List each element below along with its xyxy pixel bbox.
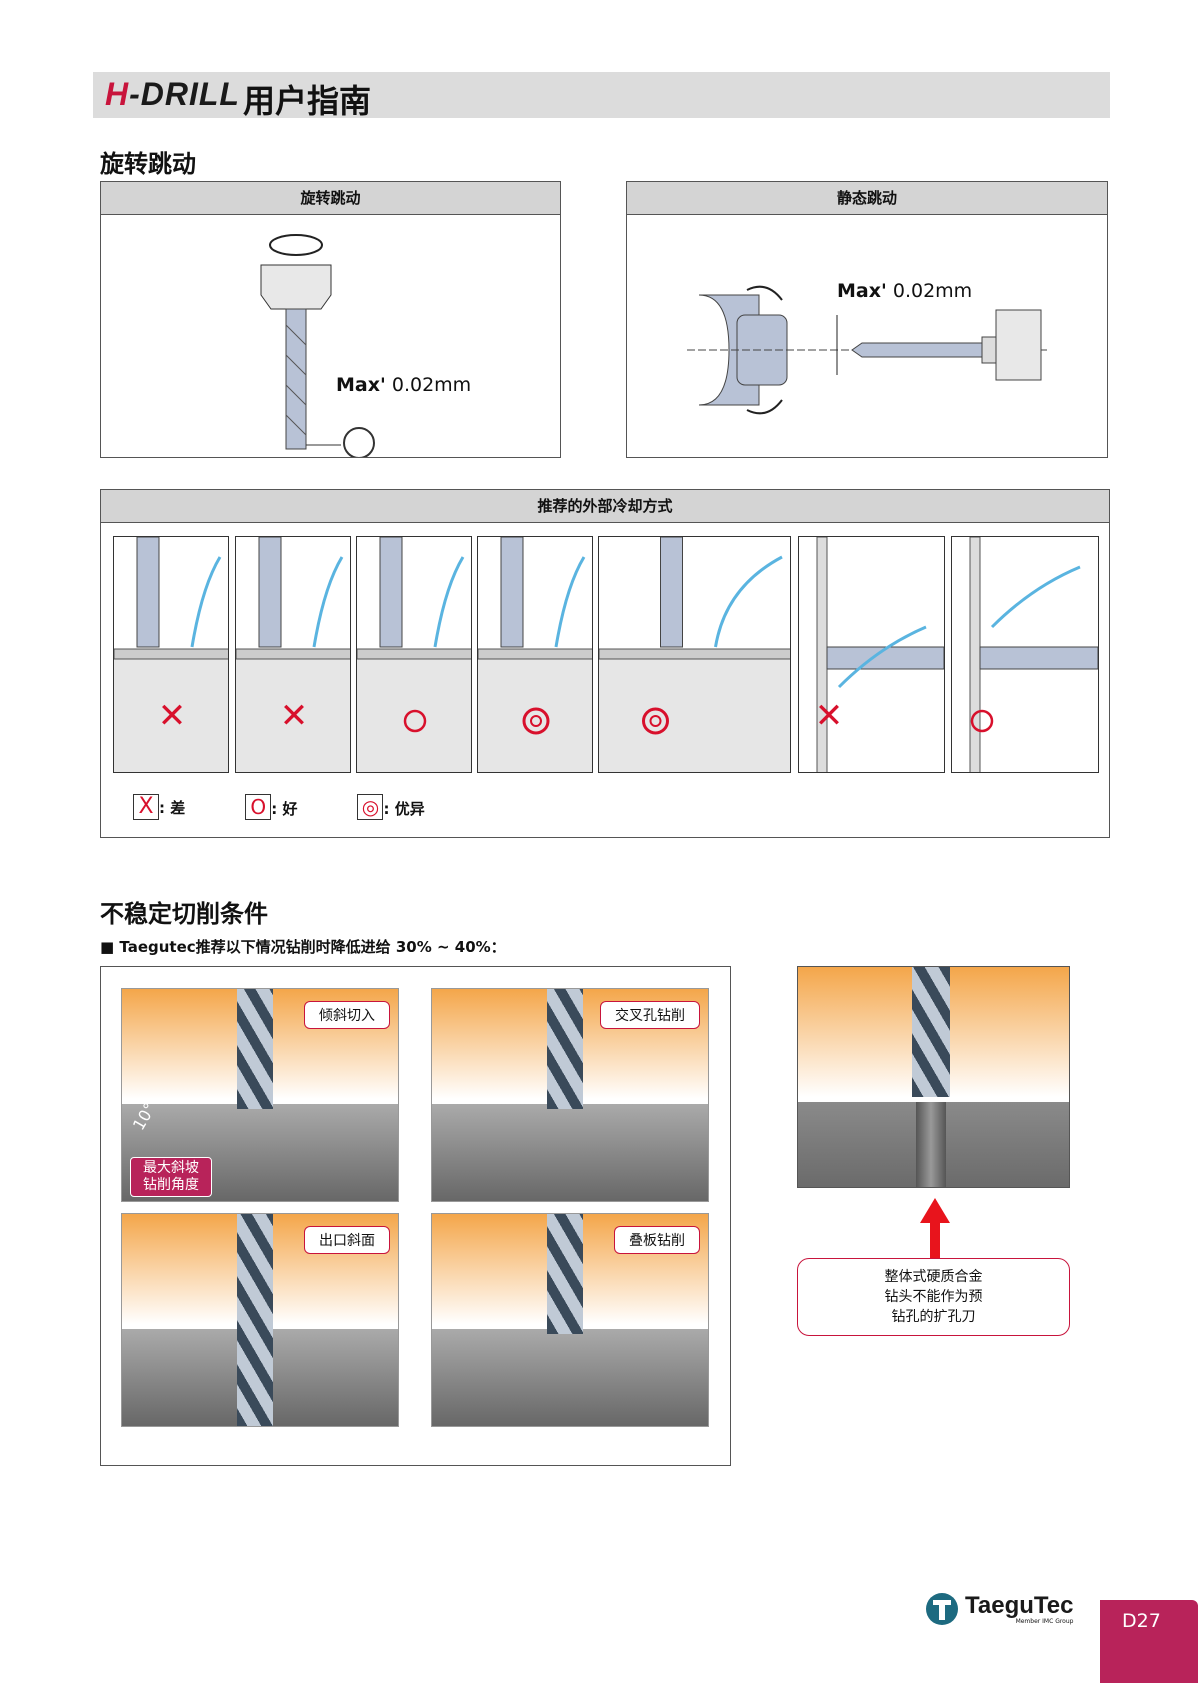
page-header: H-DRILL 用户指南 [93,72,1110,120]
cooling-panel [598,536,791,773]
taegutec-logo-icon [926,1593,958,1625]
warning-line: 钻头不能作为预 [884,1289,983,1305]
rotating-runout-box: 旋转跳动 Max' 0.02mm [100,181,561,458]
case-label: 倾斜切入 [304,1001,390,1029]
double-circle-icon [522,707,550,735]
runout-value: 0.02mm [391,374,472,396]
cross-icon: ✕ [280,696,309,736]
cooling-panel [477,536,593,773]
page-title: 用户指南 [243,82,372,120]
warning-line: 钻孔的扩孔刀 [891,1309,976,1325]
case-label: 出口斜面 [304,1226,390,1254]
legend-poor: X: 差 [133,794,185,820]
runout-value: 0.02mm [892,280,973,302]
cooling-panel: ✕ [113,536,229,773]
warning-line: 整体式硬质合金 [884,1269,983,1285]
cross-icon: ✕ [815,696,844,736]
box-title: 静态跳动 [627,182,1107,215]
brand-logo: H-DRILL [105,76,240,112]
cooling-panel: ✕ [235,536,351,773]
taegutec-logo: TaeguTec Member IMC Group [925,1592,1073,1626]
circle-icon: O [245,794,272,820]
legend-label: : 好 [271,800,298,818]
legend-label: : 优异 [383,800,425,818]
cooling-panel [356,536,472,773]
circle-icon [970,709,994,733]
angle-note: 最大斜坡钻削角度 [130,1157,212,1197]
max-label: Max' [336,374,386,396]
static-runout-illustration [687,285,1047,415]
static-runout-box: 静态跳动 Max' 0.02mm [626,181,1108,458]
cooling-panel: ✕ [798,536,945,773]
cooling-box: 推荐的外部冷却方式 ✕ ✕ ✕ X: 差 O: 好 ◎: 优异 [100,489,1110,838]
subtitle: ■ Taegutec推荐以下情况钻削时降低进给 30% ~ 40%： [100,938,506,956]
warning-callout: 整体式硬质合金 钻头不能作为预 钻孔的扩孔刀 [797,1258,1070,1336]
cross-icon: X [133,794,159,820]
note-line: 钻削角度 [143,1177,199,1193]
reaming-illustration [797,966,1070,1188]
box-title: 旋转跳动 [101,182,560,215]
logo-text: TaeguTec [965,1591,1074,1619]
case-label: 交叉孔钻削 [600,1001,700,1029]
circle-icon [403,709,427,733]
case-label: 叠板钻削 [614,1226,700,1254]
section-title-unstable: 不稳定切削条件 [100,900,268,928]
case-illustration: 出口斜面 [121,1213,399,1427]
legend-excellent: ◎: 优异 [357,794,425,820]
cross-icon: ✕ [158,696,187,736]
rotating-runout-illustration [260,234,375,457]
box-title: 推荐的外部冷却方式 [101,490,1109,523]
double-circle-icon: ◎ [357,794,384,820]
logo-subtext: Member IMC Group [1015,1617,1074,1625]
max-label: Max' [837,280,887,302]
section-title-runout: 旋转跳动 [100,150,196,178]
cooling-panel [951,536,1099,773]
arrow-up-icon [920,1198,950,1258]
case-illustration: 叠板钻削 [431,1213,709,1427]
case-illustration: 交叉孔钻削 [431,988,709,1202]
legend: X: 差 O: 好 ◎: 优异 [133,794,425,820]
note-line: 最大斜坡 [143,1160,199,1176]
page-number: D27 [1100,1600,1198,1683]
legend-label: : 差 [159,799,186,817]
double-circle-icon [642,707,669,735]
legend-good: O: 好 [245,794,297,820]
